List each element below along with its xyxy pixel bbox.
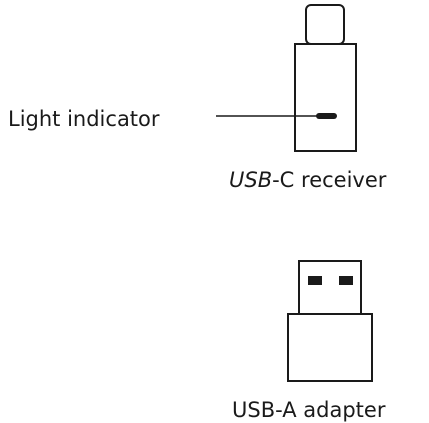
usbc-receiver-label: USB-C receiver (229, 170, 386, 191)
usbc-receiver-label-italic: USB (229, 168, 273, 192)
usba-adapter-body (287, 313, 373, 382)
usba-contact-left (308, 276, 322, 285)
light-indicator (316, 113, 337, 119)
usba-adapter-label: USB-A adapter (232, 398, 386, 422)
usbc-receiver-label-rest: -C receiver (272, 168, 387, 192)
usba-adapter (287, 260, 373, 382)
usbc-receiver-body (294, 43, 357, 152)
usba-connector (298, 260, 362, 315)
usbc-connector-tip (305, 4, 345, 45)
light-indicator-label: Light indicator (8, 107, 160, 131)
usba-contact-right (339, 276, 353, 285)
usbc-receiver (294, 4, 357, 152)
